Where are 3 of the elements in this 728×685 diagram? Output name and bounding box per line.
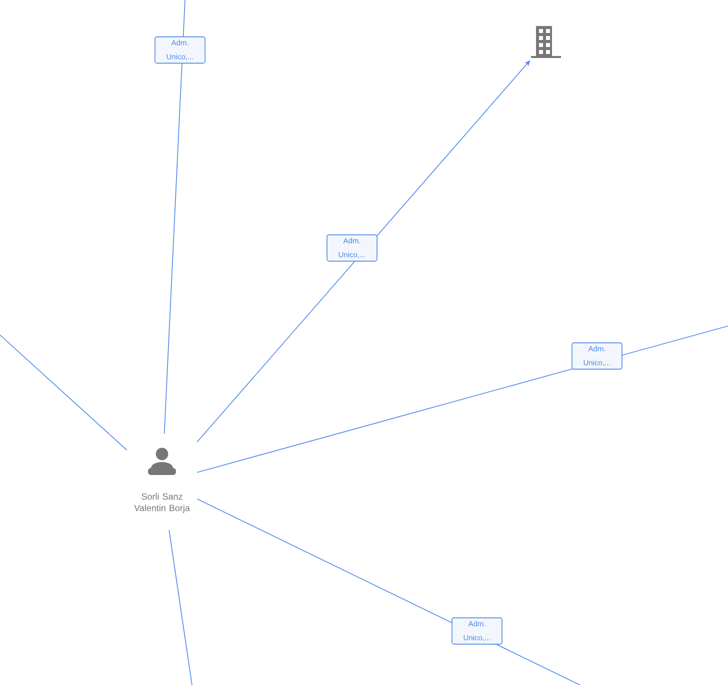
- person-node: Sorli Sanz Valentin Borja: [134, 448, 190, 513]
- node-label: Sorli Sanz Valentin Borja: [134, 493, 190, 513]
- building-icon: [531, 26, 561, 58]
